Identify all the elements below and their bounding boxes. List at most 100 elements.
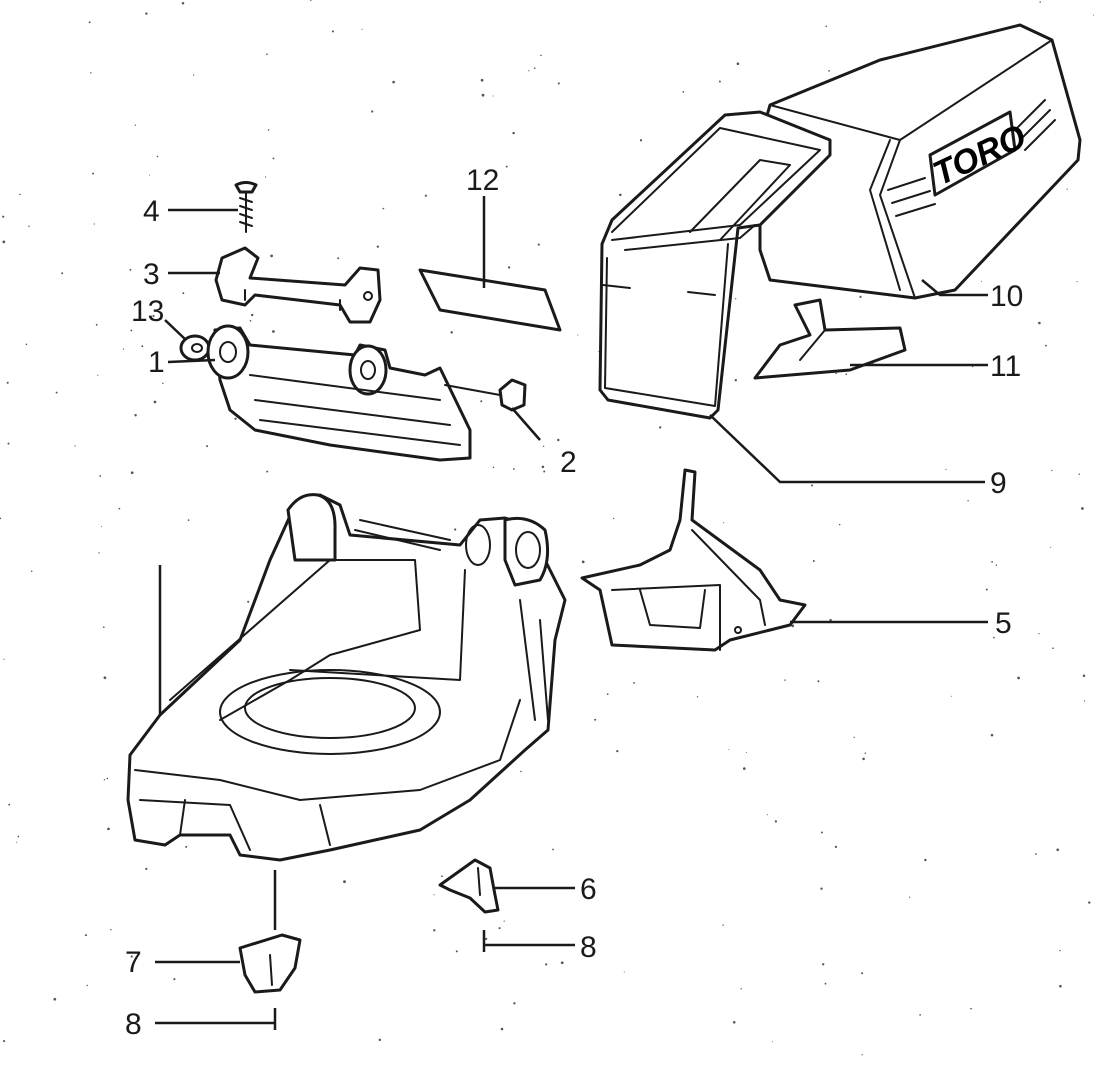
scan-speck [817, 680, 820, 683]
scan-speck [424, 194, 427, 197]
scan-speck [507, 266, 511, 269]
scan-speck [533, 67, 536, 70]
scan-speck [909, 896, 911, 898]
scan-speck [774, 820, 778, 823]
scan-speck [581, 560, 585, 564]
scan-speck [1017, 676, 1020, 680]
scan-speck [1045, 344, 1047, 347]
scan-speck [249, 319, 252, 322]
scan-speck [537, 243, 540, 246]
callout-1: 1 [148, 346, 165, 379]
scan-speck [732, 1021, 736, 1024]
scan-speck [542, 445, 545, 447]
part-9-bag-frame [598, 110, 832, 420]
part-7-front-clip [238, 933, 302, 994]
scan-speck [454, 528, 457, 531]
scan-speck [659, 426, 662, 429]
scan-speck [8, 803, 11, 806]
scan-speck [130, 471, 134, 475]
scan-speck [835, 372, 837, 375]
scan-speck [84, 934, 88, 937]
scan-speck [1050, 546, 1052, 548]
scan-speck [639, 139, 643, 142]
scan-speck [1092, 14, 1094, 16]
scan-speck [606, 693, 609, 695]
scan-speck [825, 25, 828, 28]
scan-speck [811, 484, 813, 487]
scan-speck [206, 445, 209, 448]
scan-speck [343, 880, 346, 884]
scan-speck [264, 176, 267, 178]
callout-7: 7 [125, 946, 142, 979]
scan-speck [838, 523, 841, 526]
scan-speck [500, 1027, 504, 1031]
callout-4: 4 [143, 195, 160, 228]
callout-13: 13 [131, 295, 164, 328]
callout-3: 3 [143, 258, 160, 291]
scan-speck [28, 225, 30, 227]
scan-speck [950, 695, 952, 697]
scan-speck [118, 507, 121, 510]
scan-speck [967, 500, 969, 502]
part-6-plug [438, 858, 500, 914]
scan-speck [734, 379, 737, 382]
callout-2: 2 [560, 446, 577, 479]
callout-8-left: 8 [125, 1008, 142, 1041]
part-10-bag-cover: TORO [758, 23, 1082, 300]
scan-speck [103, 626, 105, 628]
scan-speck [503, 920, 505, 922]
scan-speck [95, 323, 98, 326]
scan-speck [736, 62, 740, 65]
scan-speck [107, 827, 110, 831]
scan-speck [1081, 507, 1084, 510]
scan-speck [498, 927, 501, 930]
scan-speck [17, 835, 20, 838]
scan-speck [2, 215, 5, 218]
scan-speck [980, 280, 982, 282]
scan-speck [99, 475, 102, 477]
leader-lines [155, 196, 988, 1025]
scan-speck [995, 564, 998, 566]
scan-speck [98, 552, 100, 554]
scan-speck [130, 955, 133, 958]
scan-speck [1056, 848, 1060, 852]
scan-speck [145, 12, 148, 15]
scan-speck [86, 984, 88, 987]
part-12-decal [418, 268, 562, 332]
scan-speck [772, 1041, 774, 1043]
scan-speck [861, 1054, 863, 1056]
scan-speck [945, 468, 947, 471]
scan-speck [718, 80, 721, 83]
scan-speck [182, 292, 185, 295]
part-2-cap [444, 378, 527, 412]
scan-speck [480, 400, 483, 403]
scan-speck [485, 937, 488, 941]
scan-speck [55, 391, 58, 394]
callout-12: 12 [466, 164, 499, 197]
scan-speck [740, 988, 742, 990]
scan-speck [824, 982, 827, 985]
part-3-handle-bracket [214, 246, 382, 324]
scan-speck [1088, 901, 1091, 904]
scan-speck [552, 848, 554, 851]
scan-speck [723, 522, 725, 524]
scan-speck [7, 442, 10, 445]
scan-speck [270, 254, 273, 258]
scan-speck [25, 343, 28, 346]
part-1-rear-axle-assembly [206, 324, 472, 462]
scan-speck [19, 193, 21, 196]
scan-speck [1059, 949, 1061, 952]
scan-speck [152, 314, 155, 318]
scan-speck [820, 887, 823, 890]
scan-speck [103, 676, 107, 680]
scan-speck [1078, 473, 1081, 475]
callout-10: 10 [990, 280, 1023, 313]
scan-speck [331, 30, 334, 33]
scan-speck [745, 751, 747, 754]
scan-speck [0, 517, 2, 520]
scan-speck [149, 174, 151, 176]
scan-speck [859, 295, 862, 298]
scan-speck [433, 894, 435, 896]
scan-speck [1083, 700, 1086, 702]
scan-speck [450, 331, 453, 334]
